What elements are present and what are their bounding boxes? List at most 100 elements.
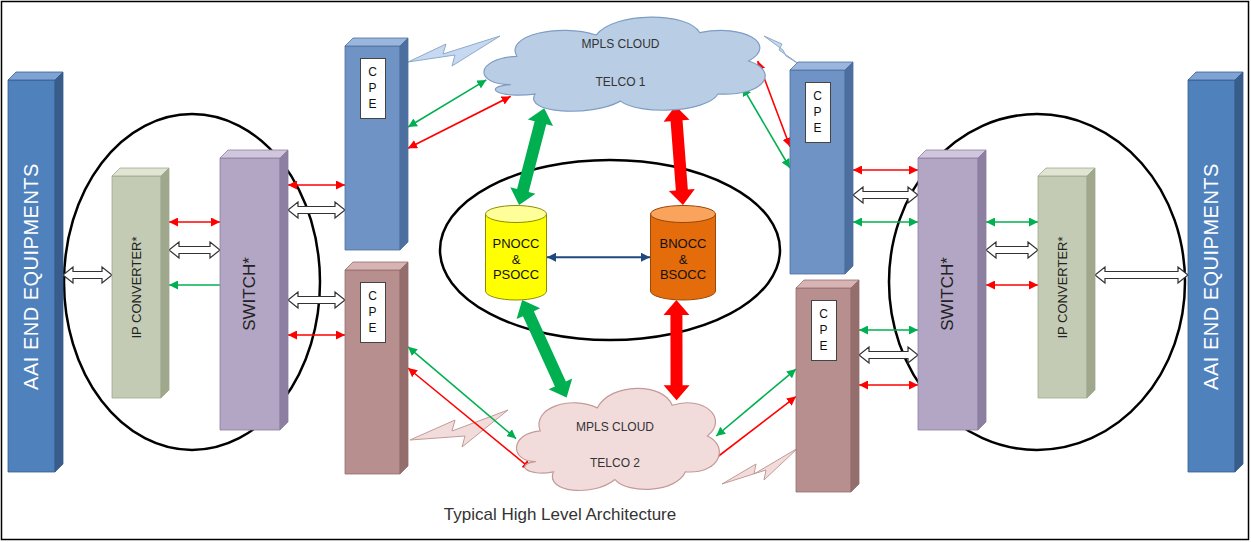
hollow-arrow bbox=[1095, 267, 1188, 283]
box-front bbox=[8, 80, 55, 472]
box-side bbox=[978, 150, 986, 430]
signal-arrow bbox=[716, 369, 796, 436]
box-front bbox=[790, 70, 845, 274]
box-front bbox=[220, 158, 280, 430]
noc-cylinder: PNOCC & PSOCC bbox=[485, 205, 547, 300]
box-front bbox=[918, 158, 978, 430]
cloud-outline bbox=[517, 388, 720, 490]
box-front bbox=[1038, 176, 1087, 398]
node-label: BNOCC & BSOCC bbox=[658, 236, 708, 283]
hollow-arrow bbox=[986, 242, 1038, 258]
hollow-arrow bbox=[63, 267, 112, 283]
box-side bbox=[400, 38, 408, 250]
switch-box: SWITCH* bbox=[918, 150, 986, 430]
node-label: SWITCH* bbox=[938, 257, 958, 331]
hollow-arrow bbox=[169, 242, 220, 258]
block-arrow bbox=[517, 300, 573, 398]
signal-arrow bbox=[743, 87, 791, 168]
signal-arrow bbox=[288, 334, 345, 336]
node-label: MPLS CLOUD bbox=[576, 420, 654, 434]
signal-arrow bbox=[859, 384, 918, 386]
group-ellipse bbox=[64, 114, 320, 450]
box-side bbox=[1087, 168, 1095, 398]
node-label: C P E bbox=[811, 300, 837, 361]
cylinder-body bbox=[651, 214, 716, 300]
mpls-cloud-shape bbox=[468, 2, 773, 120]
signal-arrow bbox=[169, 221, 220, 223]
block-arrow bbox=[664, 106, 695, 205]
box-front bbox=[112, 176, 161, 398]
box-top bbox=[1038, 168, 1095, 176]
box-front bbox=[1188, 80, 1235, 472]
node-label: IP CONVERTER* bbox=[129, 236, 144, 338]
box-side bbox=[1235, 72, 1243, 472]
node-label: SWITCH* bbox=[240, 257, 260, 331]
signal-arrow bbox=[408, 368, 531, 469]
signal-arrow bbox=[169, 284, 220, 286]
hollow-arrow bbox=[288, 292, 345, 308]
node-label: C P E bbox=[805, 82, 831, 143]
box-top bbox=[112, 168, 169, 176]
hollow-arrow bbox=[288, 202, 345, 218]
ip-converter-box: IP CONVERTER* bbox=[112, 168, 169, 398]
box-side bbox=[161, 168, 169, 398]
mpls-cloud-shape bbox=[505, 372, 725, 500]
cpe-box: C P E bbox=[790, 62, 853, 274]
box-side bbox=[280, 150, 288, 430]
cylinder-body bbox=[486, 214, 547, 300]
mpls-cloud: MPLS CLOUD TELCO 1 bbox=[468, 2, 773, 120]
box-front bbox=[345, 270, 400, 474]
signal-arrow bbox=[547, 256, 650, 258]
box-front bbox=[796, 288, 851, 492]
node-label: IP CONVERTER* bbox=[1055, 236, 1070, 338]
lightning-bolt bbox=[408, 36, 500, 66]
lightning-bolt bbox=[764, 36, 802, 66]
caption-text: Typical High Level Architecture bbox=[330, 505, 790, 525]
ip-converter-box: IP CONVERTER* bbox=[1038, 168, 1095, 398]
node-label: C P E bbox=[360, 58, 386, 119]
box-top bbox=[8, 72, 63, 80]
lightning-bolt bbox=[410, 410, 508, 447]
group-ellipse bbox=[440, 160, 780, 340]
node-label: AAI END EQUIPMENTS bbox=[1200, 163, 1223, 390]
box-top bbox=[220, 150, 288, 158]
node-label: MPLS CLOUD bbox=[581, 37, 659, 51]
block-arrow bbox=[663, 300, 689, 400]
cpe-box: C P E bbox=[796, 280, 859, 492]
box-top bbox=[345, 262, 408, 270]
signal-arrow bbox=[859, 329, 918, 331]
box-side bbox=[851, 280, 859, 492]
lightning-bolt bbox=[722, 448, 798, 484]
box-top bbox=[790, 62, 853, 70]
mpls-cloud: MPLS CLOUD TELCO 2 bbox=[505, 372, 725, 500]
signal-arrow bbox=[986, 221, 1038, 223]
signal-arrow bbox=[986, 284, 1038, 286]
signal-arrow bbox=[408, 96, 511, 148]
block-arrow bbox=[510, 108, 553, 205]
signal-arrow bbox=[288, 184, 345, 186]
node-label: TELCO 2 bbox=[590, 456, 640, 470]
box-side bbox=[845, 62, 853, 274]
node-label: AAI END EQUIPMENTS bbox=[20, 163, 43, 390]
box-side bbox=[400, 262, 408, 474]
cpe-box: C P E bbox=[345, 262, 408, 474]
node-label: PNOCC & PSOCC bbox=[491, 236, 541, 283]
signal-arrow bbox=[853, 221, 918, 223]
node-label: C P E bbox=[360, 282, 386, 343]
group-ellipse bbox=[889, 114, 1185, 450]
box-top bbox=[345, 38, 408, 46]
hollow-arrow bbox=[853, 187, 918, 203]
node-label: TELCO 1 bbox=[595, 75, 645, 89]
signal-arrow bbox=[853, 169, 918, 171]
end-equipment-bar: AAI END EQUIPMENTS bbox=[1188, 72, 1243, 472]
switch-box: SWITCH* bbox=[220, 150, 288, 430]
cloud-outline bbox=[484, 17, 765, 111]
signal-arrow bbox=[408, 347, 516, 439]
cpe-box: C P E bbox=[345, 38, 408, 250]
noc-cylinder: BNOCC & BSOCC bbox=[650, 205, 716, 300]
end-equipment-bar: AAI END EQUIPMENTS bbox=[8, 72, 63, 472]
cylinder-top bbox=[486, 206, 547, 223]
hollow-arrow bbox=[859, 347, 918, 363]
